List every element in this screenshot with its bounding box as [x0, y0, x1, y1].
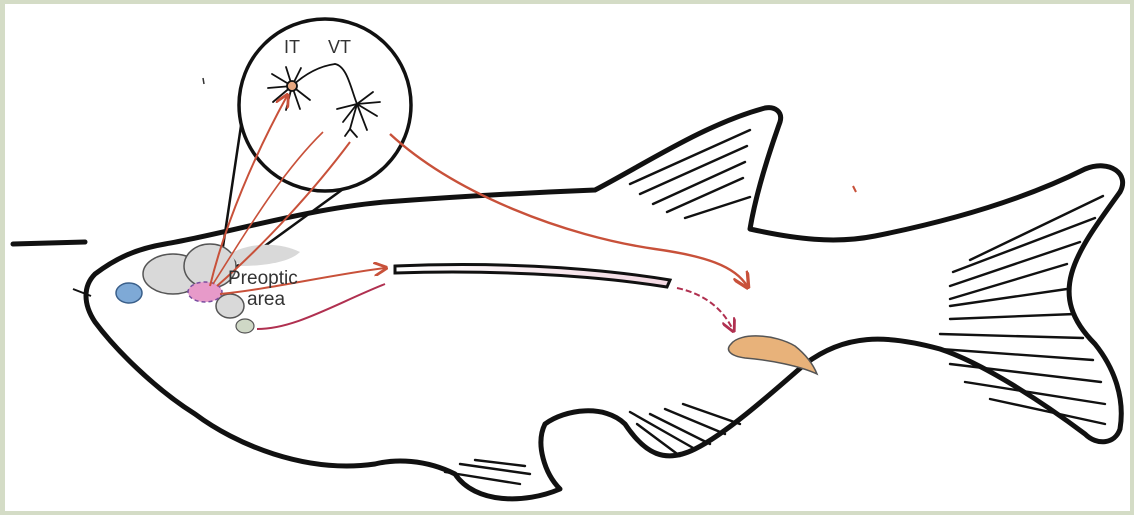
- inset-circle: [239, 19, 411, 191]
- mouth-line: [13, 242, 85, 244]
- olfactory-bulb: [116, 283, 142, 303]
- label-it: IT: [284, 37, 300, 57]
- fish-diagram: IT VT Preoptic area: [5, 4, 1134, 519]
- speck-mark: [853, 186, 856, 192]
- label-vt: VT: [328, 37, 351, 57]
- label-area: area: [247, 289, 285, 310]
- label-preoptic: Preoptic: [228, 268, 298, 289]
- speck-mark: [203, 78, 204, 84]
